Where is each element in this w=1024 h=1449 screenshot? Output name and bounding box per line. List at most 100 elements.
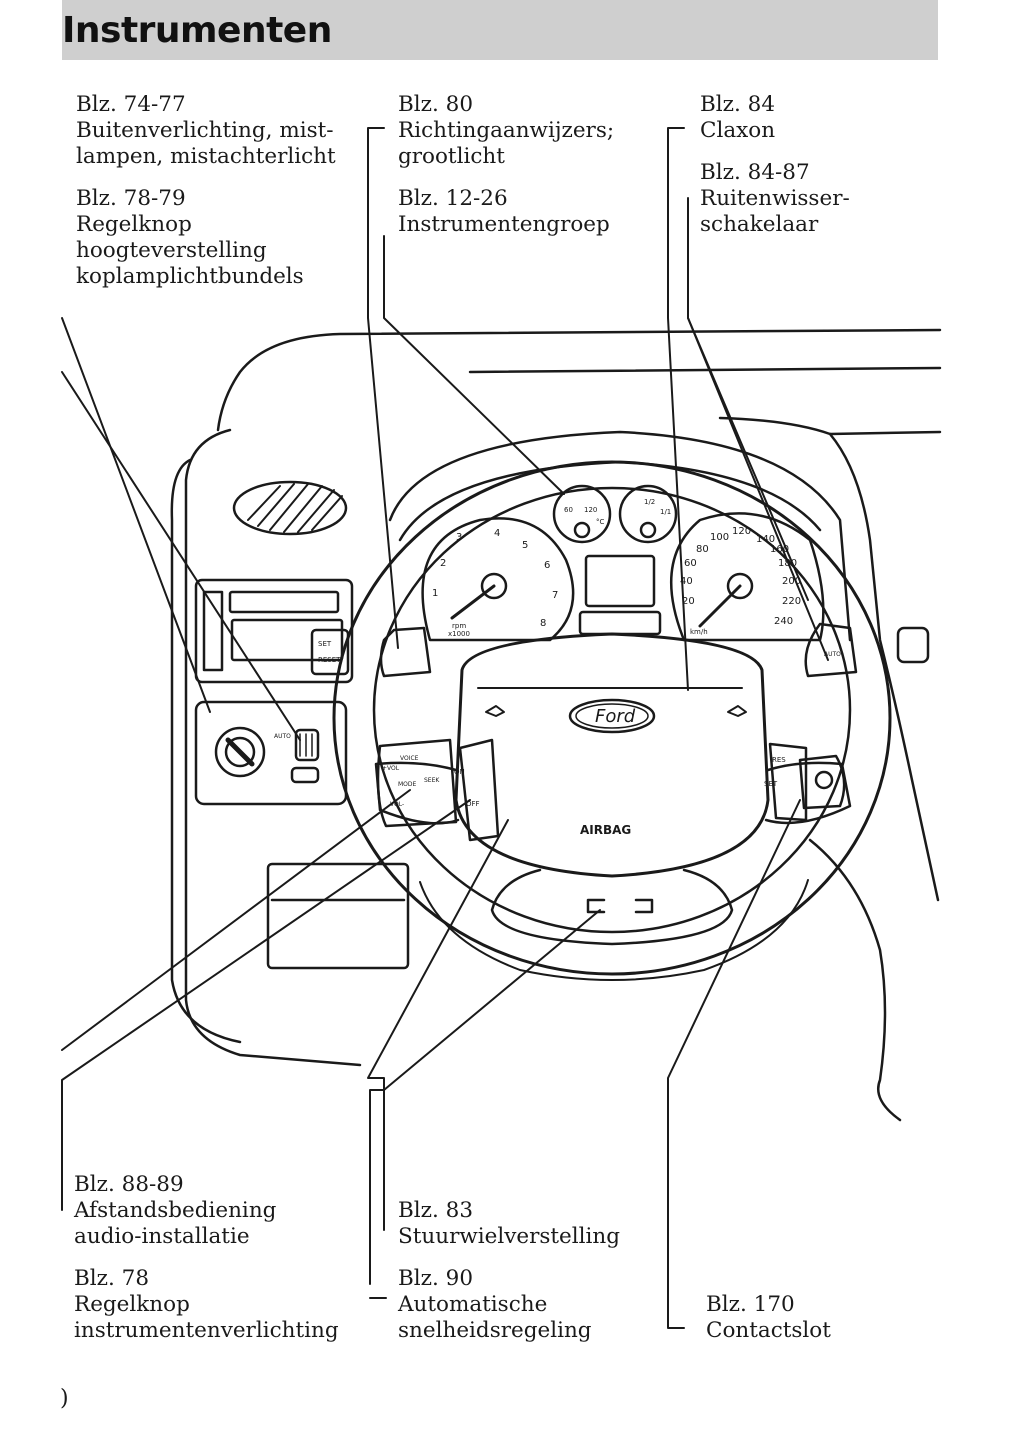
tacho-number-7: 7 [552,590,558,601]
lower-spoke [490,868,734,946]
leader-lights [61,317,211,713]
cruise-off-label: OFF [466,800,480,808]
speedo-number-60: 60 [684,558,697,569]
leader-steering-adjust [367,819,509,1231]
callout-text: Buitenverlichting, mist- [76,118,334,143]
cruise-control-pod [458,738,500,842]
fuel-half: 1/2 [644,498,655,506]
temperature-gauge [552,484,612,544]
callout-ignition: Blz. 170 Contactslot [706,1292,831,1344]
airbag-hub [454,632,770,878]
leader-horn [667,127,689,691]
callout-page: Blz. 88-89 [74,1172,184,1197]
callout-page: Blz. 74-77 [76,92,186,117]
cruise-control-pod-right [768,742,808,822]
horn-icon-right [727,705,747,717]
speedo-number-40: 40 [680,576,693,587]
callout-text: Stuurwielverstelling [398,1224,621,1249]
callout-text: lampen, mistachterlicht [76,144,336,169]
right-stalk [804,622,858,678]
callout-headlamp-leveling: Blz. 78-79 Regelknop hoogteverstelling k… [76,186,304,290]
speedo-number-20: 20 [682,596,695,607]
audio-control-pod [376,738,458,828]
callout-page: Blz. 90 [398,1266,474,1291]
callout-text: audio-installatie [74,1224,250,1249]
callout-horn: Blz. 84 Claxon [700,92,775,144]
callout-page: Blz. 78 [74,1266,150,1291]
dashboard-lower-curve [170,458,242,1044]
dashboard-cowl-line [718,416,942,436]
tacho-number-6: 6 [544,560,550,571]
horn-icon-left [485,705,505,717]
audio-vol-up-label: +VOL [382,765,400,772]
speedo-number-220: 220 [782,596,801,607]
callout-text: snelheidsregeling [398,1318,592,1343]
temp-unit: °C [596,518,605,526]
leader-dimmer [61,799,471,1211]
tachometer [421,517,575,642]
leader-cruise [369,909,601,1285]
steering-wheel-rim-inner [372,486,852,934]
section-header: Instrumenten [62,0,938,60]
callout-page: Blz. 12-26 [398,186,508,211]
leader-headlamp-level [61,371,301,741]
left-stalk [379,626,432,678]
airbag-text: AIRBAG [580,823,631,837]
cruise-res-label: RES [772,756,786,764]
speedo-number-80: 80 [696,544,709,555]
callout-text: Afstandsbediening [74,1198,277,1223]
tacho-number-4: 4 [494,528,500,539]
audio-vol-down-label: VOL- [390,801,404,808]
callout-dimmer: Blz. 78 Regelknop instrumentenverlichtin… [74,1266,339,1344]
tacho-number-8: 8 [540,618,546,629]
switch-auto-label: AUTO [274,733,291,740]
callout-cruise-control: Blz. 90 Automatische snelheidsregeling [398,1266,592,1344]
callout-page: Blz. 80 [398,92,474,117]
dashboard-top-edge [216,328,942,432]
callout-page: Blz. 84-87 [700,160,810,185]
page-title: Instrumenten [62,10,332,51]
speedo-unit: km/h [690,628,708,636]
tacho-number-5: 5 [522,540,528,551]
callout-steering-adjust: Blz. 83 Stuurwielverstelling [398,1198,620,1250]
leader-ignition [667,799,801,1329]
callout-text: Claxon [700,118,776,143]
stalk-auto-label: AUTO [824,651,841,658]
dimmer-wheel [290,766,320,784]
leader-indicators [367,127,399,649]
stalk-set-label: SET [318,640,332,648]
callout-text: Contactslot [706,1318,831,1343]
callout-exterior-lights: Blz. 74-77 Buitenverlichting, mist- lamp… [76,92,336,170]
leader-lines [61,127,829,1329]
temp-low: 60 [564,506,573,514]
dashboard-left-body [184,428,362,1067]
air-vent [232,480,348,536]
audio-seek-label: SEEK [424,777,440,784]
callout-wiper-switch: Blz. 84-87 Ruitenwisser- schakelaar [700,160,850,238]
callout-text: koplamplichtbundels [76,264,304,289]
column-shroud-right [808,838,902,1122]
tacho-unit-rpm: rpm [452,622,466,630]
steering-wheel-rim [332,460,892,976]
callout-audio-remote: Blz. 88-89 Afstandsbediening audio-insta… [74,1172,276,1250]
speedo-number-200: 200 [782,576,801,587]
center-console-tray [266,862,410,970]
speedo-number-180: 180 [778,558,797,569]
brand-logo-text: Ford [595,706,636,727]
leader-wiper [687,197,829,661]
callout-text: Richtingaanwijzers; [398,118,615,143]
right-spoke [764,761,852,825]
callout-text: instrumentenverlichting [74,1318,339,1343]
callout-text: Regelknop [76,212,192,237]
center-display [584,554,656,608]
leader-audio [61,789,411,1051]
callout-instrument-cluster: Blz. 12-26 Instrumentengroep [398,186,610,238]
speedo-number-100: 100 [710,532,729,543]
dashboard-right-body [828,432,940,902]
ignition-switch [798,754,846,810]
callout-text: schakelaar [700,212,819,237]
page-number: ) [60,1386,69,1411]
light-switch-panel [194,700,348,806]
tacho-unit-x1000: x1000 [448,630,470,638]
